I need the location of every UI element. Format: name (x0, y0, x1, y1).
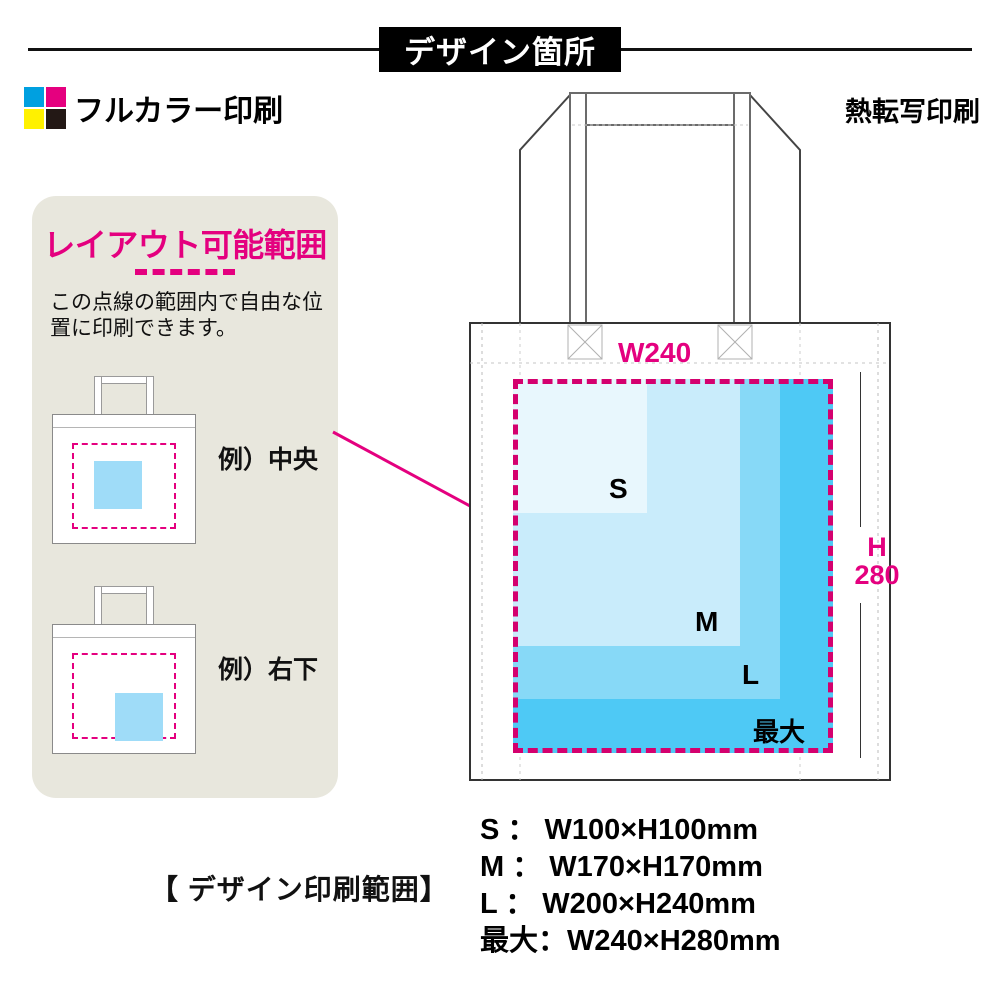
layout-range-description: この点線の範囲内で自由な位置に印刷できます。 (50, 291, 323, 341)
full-color-print-label-group: フルカラー印刷 (24, 86, 283, 130)
zone-label-s: S (609, 473, 628, 504)
width-dimension-label: W240 (618, 337, 692, 368)
example-caption: 例）右下 (218, 656, 319, 684)
black-swatch (46, 109, 66, 129)
mini-bag-handle-top (94, 586, 154, 594)
mini-bag-print-sample (94, 461, 142, 509)
print-range-caption: 【 デザイン印刷範囲】 (150, 874, 449, 905)
example-caption: 例）中央 (218, 446, 319, 474)
height-dimension-line-top (860, 372, 861, 527)
example-row: 例）中央 (32, 368, 338, 558)
mini-bag-layout-boundary (72, 443, 176, 529)
height-dimension-label-line1: H (867, 532, 887, 562)
header-band: デザイン箇所 (0, 0, 1000, 80)
print-size-zone-stack: S M L 最大 (513, 379, 833, 753)
height-dimension-label-line2: 280 (854, 560, 900, 591)
mini-bag-top-band (53, 427, 195, 428)
mini-bag-handle-top (94, 376, 154, 384)
height-dimension-line-bottom (860, 603, 861, 758)
zone-label-m: M (695, 606, 719, 637)
yellow-swatch (24, 109, 44, 129)
mini-bag-body (52, 414, 196, 544)
cyan-swatch (24, 87, 44, 107)
size-spec-item: M ： W170×H170mm (480, 851, 763, 884)
cmyk-swatch-icon (24, 87, 66, 129)
example-row: 例）右下 (32, 578, 338, 768)
size-spec-item: 最大：W240×H280mm (480, 925, 781, 958)
layout-range-info-panel: レイアウト可能範囲 この点線の範囲内で自由な位置に印刷できます。 例）中央 (32, 196, 338, 798)
mini-bag-top-band (53, 637, 195, 638)
zone-s (513, 379, 647, 513)
size-spec-item: S ： W100×H100mm (480, 814, 759, 846)
mini-bag-illustration (50, 578, 198, 758)
page-title: デザイン箇所 (379, 27, 621, 72)
height-dimension-label: H 280 (849, 533, 905, 590)
heat-transfer-print-label: 熱転写印刷 (845, 97, 980, 127)
mini-bag-illustration (50, 368, 198, 548)
dashed-divider (135, 269, 235, 275)
layout-range-heading: レイアウト可能範囲 (43, 227, 327, 263)
mini-bag-print-sample (115, 693, 163, 741)
full-color-print-label: フルカラー印刷 (74, 95, 284, 128)
mini-bag-body (52, 624, 196, 754)
size-spec-item: L ： W200×H240mm (480, 888, 756, 921)
magenta-swatch (46, 87, 66, 107)
zone-label-l: L (742, 659, 760, 690)
zone-label-max: 最大 (753, 717, 806, 747)
size-spec-list: S ： W100×H100mm M ： W170×H170mm L ： W200… (480, 812, 940, 960)
print-area-boundary (513, 379, 833, 753)
